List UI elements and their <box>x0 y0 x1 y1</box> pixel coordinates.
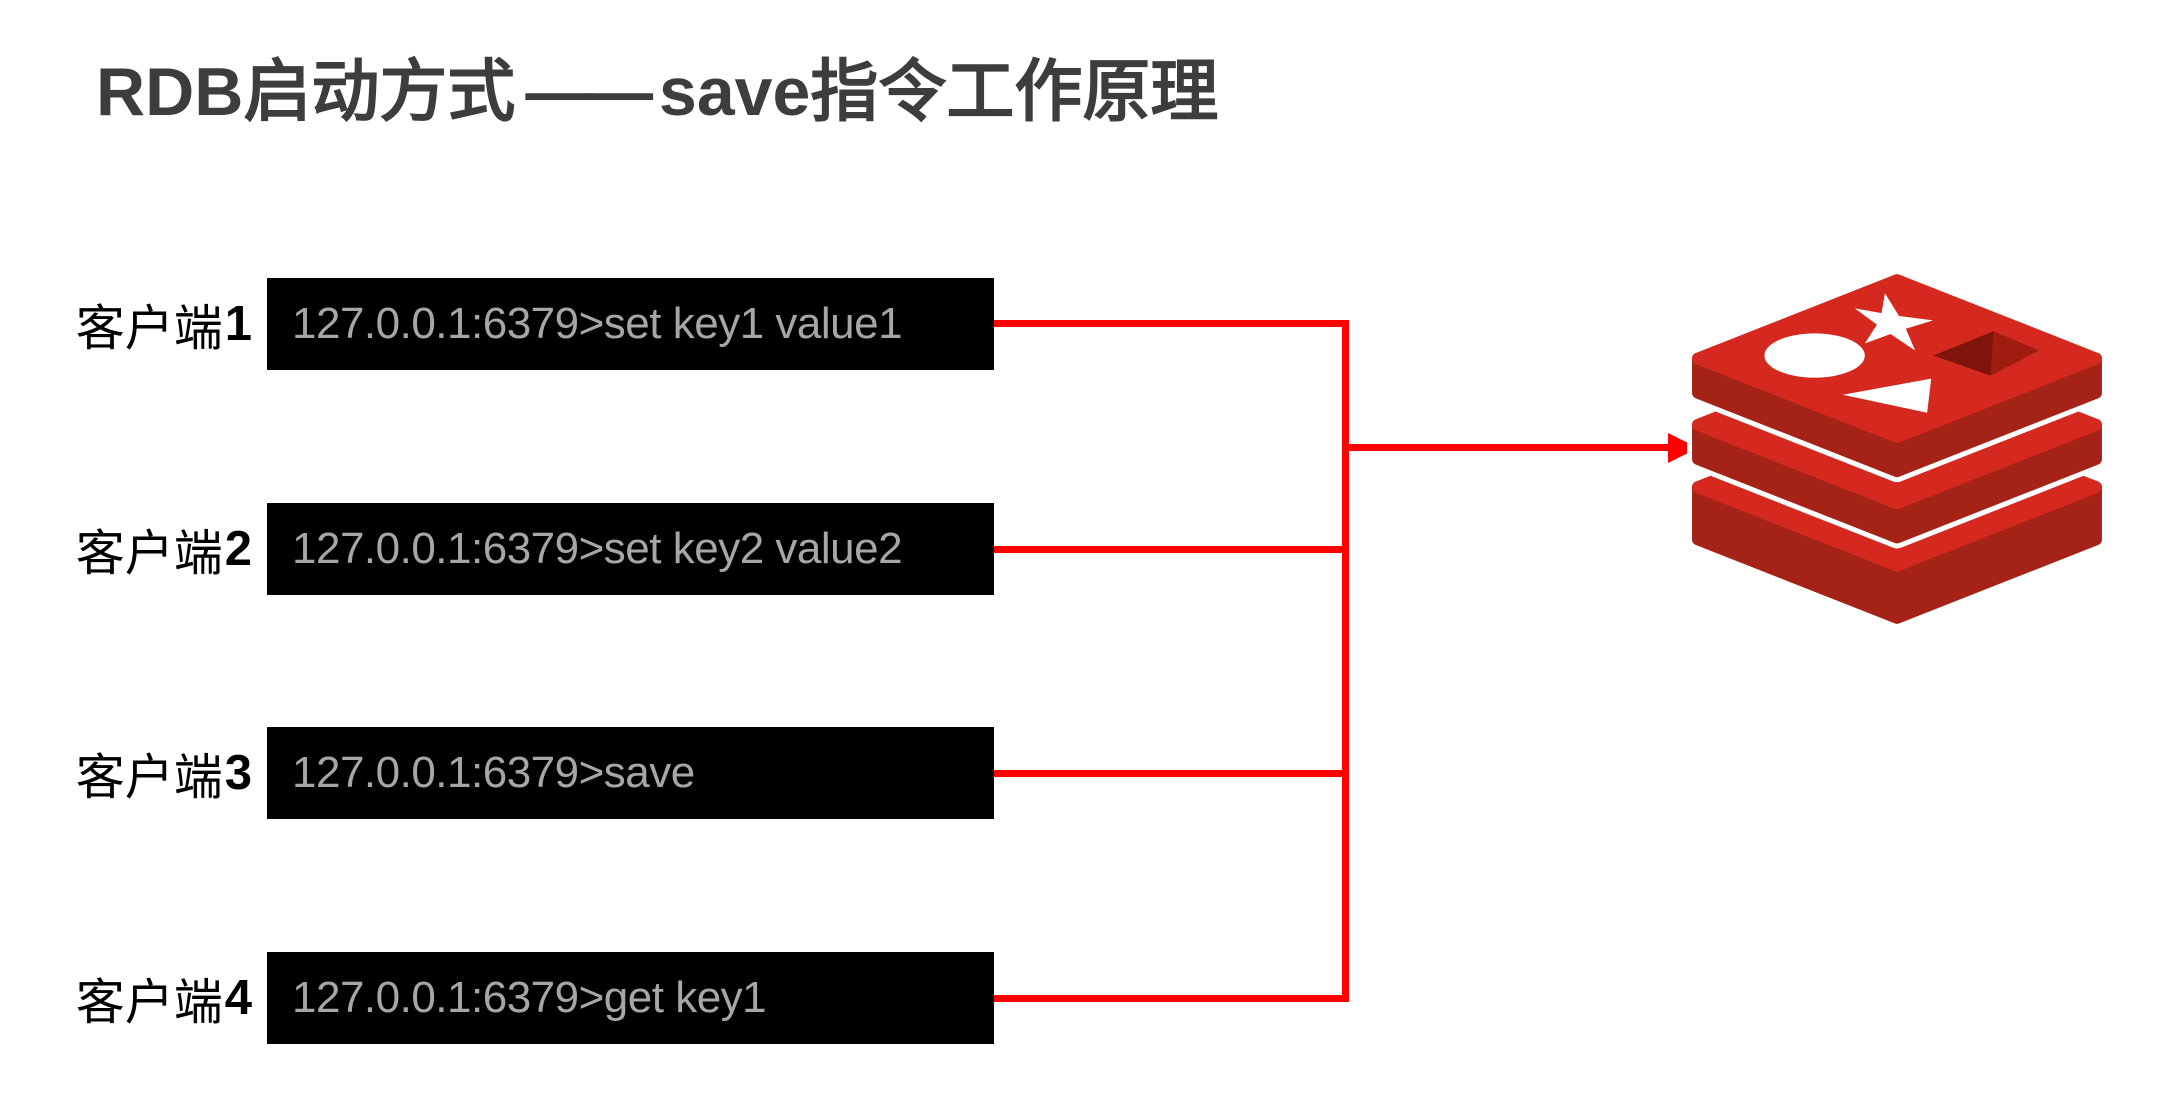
connector-client4-line <box>994 995 1349 1002</box>
connector-client1-line <box>994 320 1349 327</box>
terminal-box: 127.0.0.1:6379>get key1 <box>267 952 994 1044</box>
redis-hole-icon <box>1933 331 2039 376</box>
redis-star-icon <box>1854 293 1934 351</box>
page-title: RDB启动方式——save指令工作原理 <box>96 50 1218 135</box>
title-cn-part1: 启动方式 <box>243 54 516 130</box>
terminal-command: 127.0.0.1:6379>set key1 value1 <box>292 299 903 348</box>
title-rdb: RDB <box>96 54 244 130</box>
terminal-box: 127.0.0.1:6379>set key2 value2 <box>267 503 994 595</box>
terminal-box: 127.0.0.1:6379>save <box>267 727 994 819</box>
client-label-text: 客户端 <box>75 749 223 805</box>
title-dash: —— <box>525 54 653 130</box>
client-number: 2 <box>224 522 252 576</box>
redis-triangle-icon <box>1842 378 1932 413</box>
terminal-command: 127.0.0.1:6379>set key2 value2 <box>292 524 903 573</box>
redis-layer-top <box>1687 269 2107 483</box>
trunk-line <box>1342 320 1349 1002</box>
client-label-text: 客户端 <box>75 525 223 581</box>
connector-client2-line <box>994 546 1349 553</box>
client-label-text: 客户端 <box>75 974 223 1030</box>
terminal-box: 127.0.0.1:6379>set key1 value1 <box>267 278 994 370</box>
client-number: 1 <box>224 297 252 351</box>
client-number: 4 <box>224 971 252 1025</box>
client-label-text: 客户端 <box>75 300 223 356</box>
title-save: save <box>659 54 811 130</box>
connector-client3-line <box>994 770 1349 777</box>
redis-logo-icon <box>1687 269 2107 629</box>
arrow-shaft <box>1345 444 1670 451</box>
terminal-command: 127.0.0.1:6379>get key1 <box>292 973 767 1022</box>
client-number: 3 <box>224 746 252 800</box>
terminal-command: 127.0.0.1:6379>save <box>292 748 695 797</box>
title-cn-part2: 指令工作原理 <box>810 54 1219 130</box>
redis-circle-icon <box>1764 333 1865 378</box>
